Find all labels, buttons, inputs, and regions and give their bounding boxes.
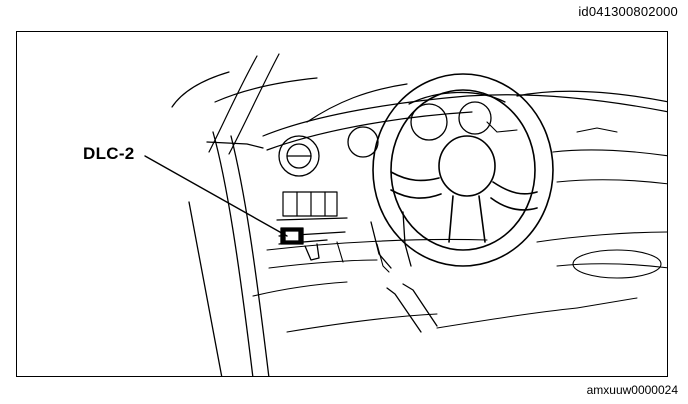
- door-trim: [188, 131, 270, 376]
- center-vents: [347, 91, 506, 158]
- a-pillar: [171, 53, 318, 155]
- dashboard-top: [262, 83, 667, 151]
- figure-frame: DLC-2: [16, 31, 668, 377]
- dlc-2-callout-label: DLC-2: [83, 144, 135, 163]
- left-air-vent: [278, 135, 320, 177]
- callout-leader-line: [144, 155, 288, 237]
- document-id: id041300802000: [578, 4, 678, 19]
- dlc-2-connector: [278, 227, 328, 261]
- lower-dash: [252, 238, 488, 297]
- illustration-code: amxuuw0000024: [586, 383, 678, 397]
- right-dash: [486, 121, 667, 279]
- switch-panel: [276, 191, 348, 237]
- dashboard-line-drawing: [144, 53, 667, 376]
- steering-column: [370, 211, 438, 333]
- floor-lines: [286, 297, 638, 333]
- steering-wheel: [372, 73, 554, 267]
